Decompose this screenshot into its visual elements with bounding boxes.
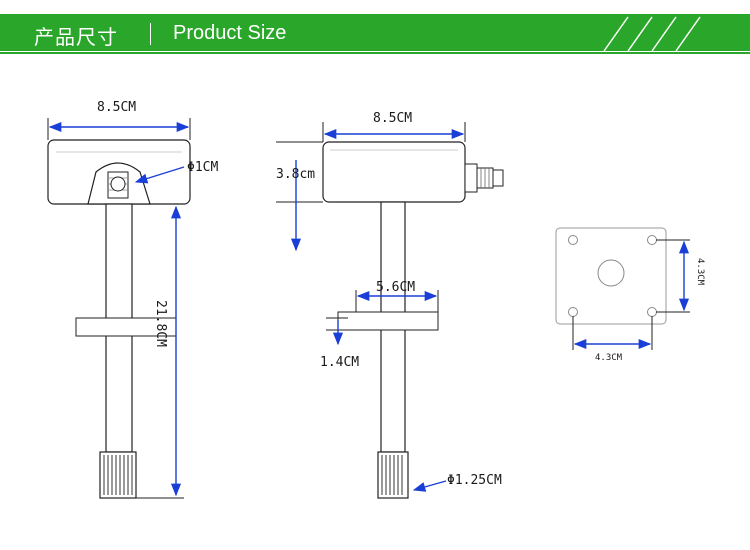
side-tip-label: Φ1.25CM	[447, 473, 502, 488]
front-hole-label: Φ1CM	[187, 160, 218, 175]
side-housing	[322, 141, 466, 203]
front-hole-arrow	[134, 166, 185, 184]
side-flange-thickness-label: 1.4CM	[320, 355, 359, 370]
flange-center-hole	[597, 259, 625, 287]
flange-hole-bottom-left	[568, 307, 578, 317]
side-height-label: 3.8cm	[276, 167, 315, 182]
front-sensor-tip	[99, 451, 137, 499]
title-separator	[150, 23, 151, 45]
flange-hole-top-right	[647, 235, 657, 245]
side-width-label: 8.5CM	[373, 111, 412, 126]
flange-h-label: 4.3CM	[595, 353, 623, 363]
front-gland-hole	[110, 176, 126, 192]
flange-v-label: 4.3CM	[695, 258, 705, 286]
front-length-label: 21.8CM	[153, 300, 168, 347]
side-view: 8.5CM 3.8cm 5.6CM 1.4CM Φ1.25CM	[276, 111, 504, 499]
title-cn: 产品尺寸	[34, 25, 118, 49]
banner-underline	[0, 52, 750, 54]
side-cable-gland	[464, 163, 504, 193]
side-sensor-tip	[377, 451, 409, 499]
title-en: Product Size	[173, 22, 287, 44]
side-tip-arrow	[412, 480, 447, 492]
flange-hole-top-left	[568, 235, 578, 245]
front-width-label: 8.5CM	[97, 100, 136, 115]
flange-view: 4.3CM 4.3CM	[555, 227, 705, 363]
banner-slashes	[603, 16, 701, 52]
front-view: 8.5CM Φ1CM 21.8CM	[47, 100, 218, 499]
header-banner: 产品尺寸 Product Size	[0, 14, 750, 54]
flange-hole-bottom-right	[647, 307, 657, 317]
side-flange-width-label: 5.6CM	[376, 280, 415, 295]
side-flange	[337, 311, 439, 331]
